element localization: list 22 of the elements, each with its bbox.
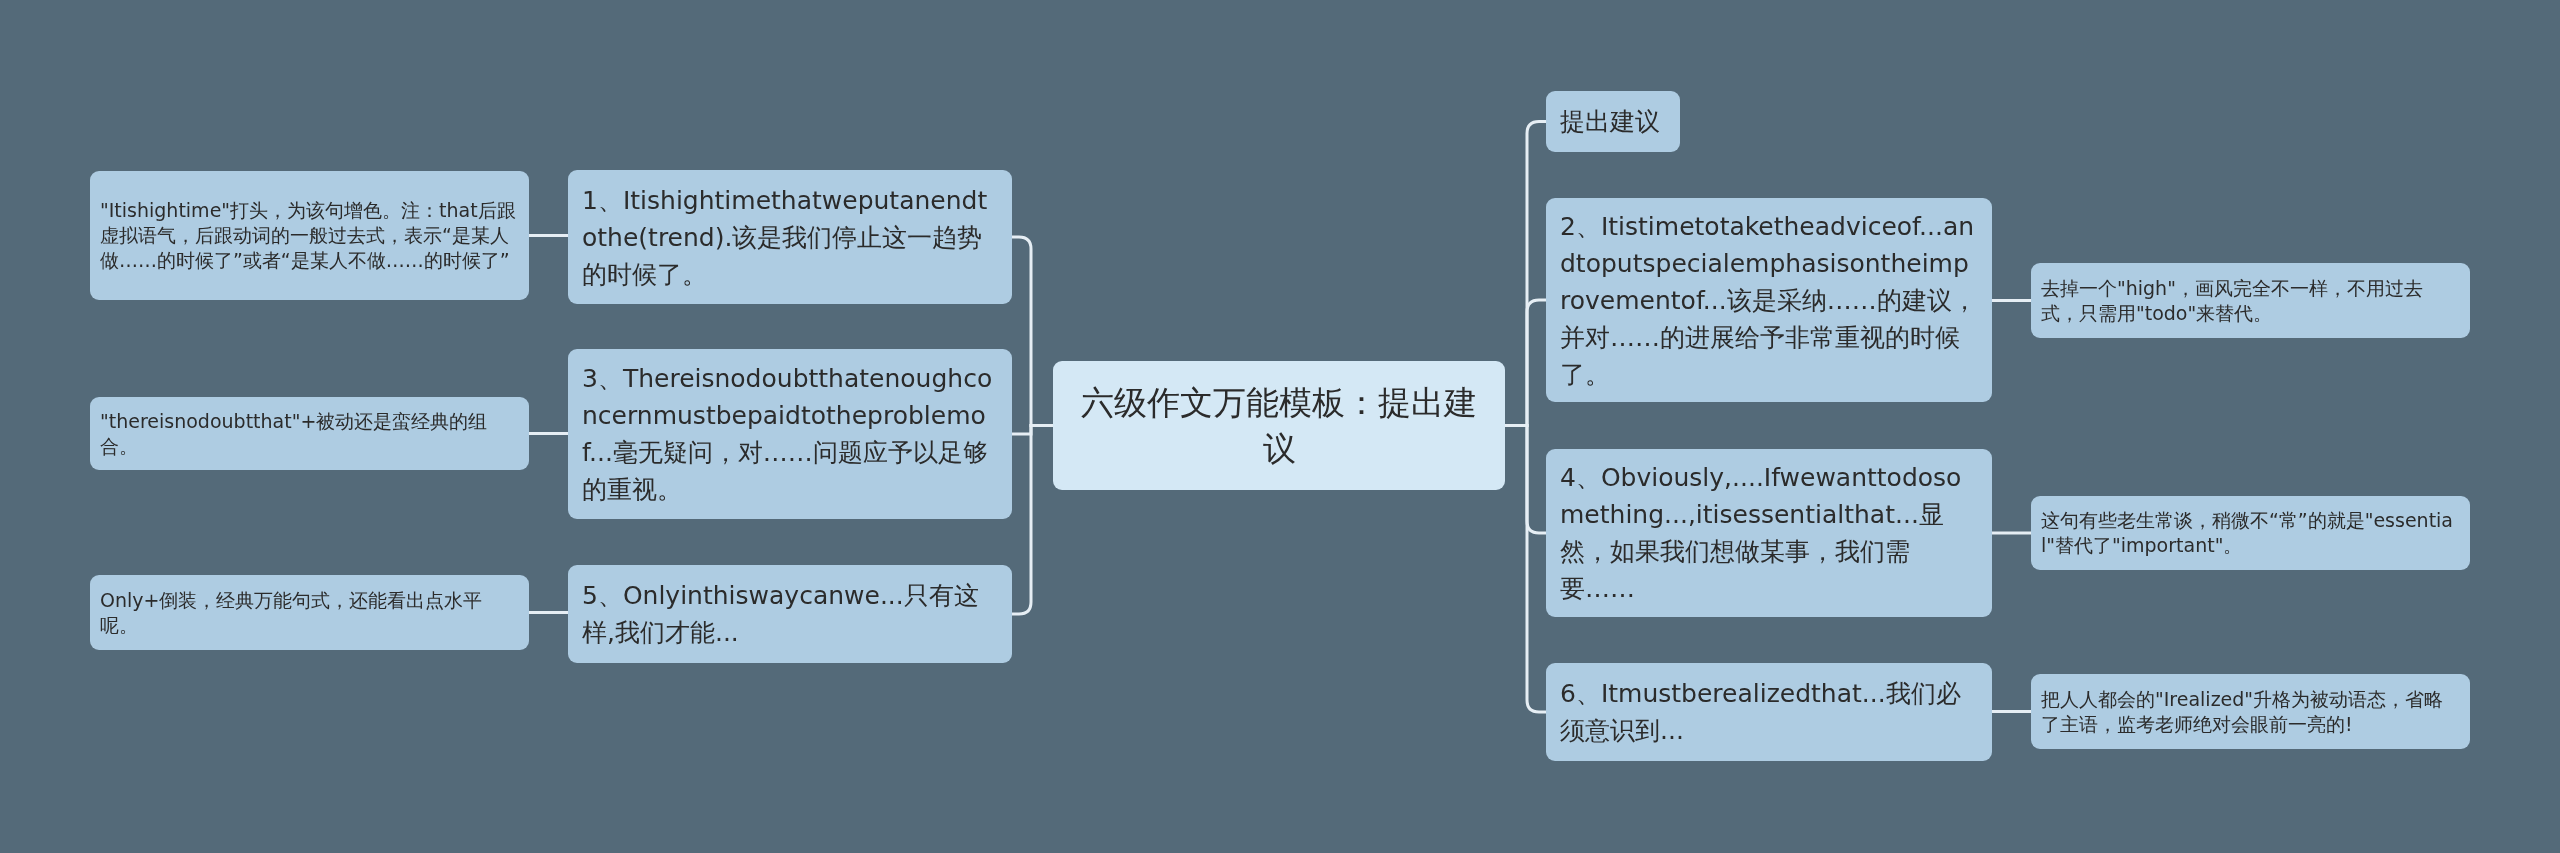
note-box: "Itishightime"打头，为该句增色。注：that后跟虚拟语气，后跟动词的一般过去式，表示“是某人做……的时候了”或者“是某人不做……的时候了” (90, 171, 529, 300)
central-topic-box: 六级作文万能模板：提出建议 (1053, 361, 1505, 490)
connector-line (1012, 424, 1053, 616)
topic-box: 1、Itishightimethatweputanendtothe(trend).该是我们停止这一趋势的时候了。 (568, 170, 1012, 304)
topic-box: 3、Thereisnodoubtthatenoughconcernmustbepaidtotheproblemof...毫无疑问，对……问题应予以足够的重视。 (568, 349, 1012, 519)
note-box: Only+倒装，经典万能句式，还能看出点水平呢。 (90, 575, 529, 650)
connector-line (1992, 531, 2031, 535)
connector-line (529, 432, 568, 435)
note-box: "thereisnodoubtthat"+被动还是蛮经典的组合。 (90, 397, 529, 470)
connector-line (1992, 299, 2031, 302)
note-box: 去掉一个"high"，画风完全不一样，不用过去式，只需用"todo"来替代。 (2031, 263, 2470, 338)
connector-line (529, 234, 568, 237)
connector-line (1505, 424, 1546, 714)
note-box: 把人人都会的"Irealized"升格为被动语态，省略了主语，监考老师绝对会眼前一亮的! (2031, 674, 2470, 749)
topic-box: 提出建议 (1546, 91, 1680, 152)
topic-box: 2、Itistimetotaketheadviceof...andtoputspecialemphasisontheimprovementof...该是采纳……的建议，并对……的进展给予非常重视的时候了。 (1546, 198, 1992, 402)
topic-box: 6、Itmustberealizedthat...我们必须意识到... (1546, 663, 1992, 761)
topic-box: 5、Onlyinthiswaycanwe...只有这样,我们才能... (568, 565, 1012, 663)
connector-line (529, 611, 568, 614)
note-box: 这句有些老生常谈，稍微不“常”的就是"essential"替代了"important"。 (2031, 496, 2470, 570)
connector-line (1992, 710, 2031, 713)
topic-box: 4、Obviously,....Ifwewanttodosomething...,itisessentialthat...显然，如果我们想做某事，我们需要…… (1546, 449, 1992, 617)
